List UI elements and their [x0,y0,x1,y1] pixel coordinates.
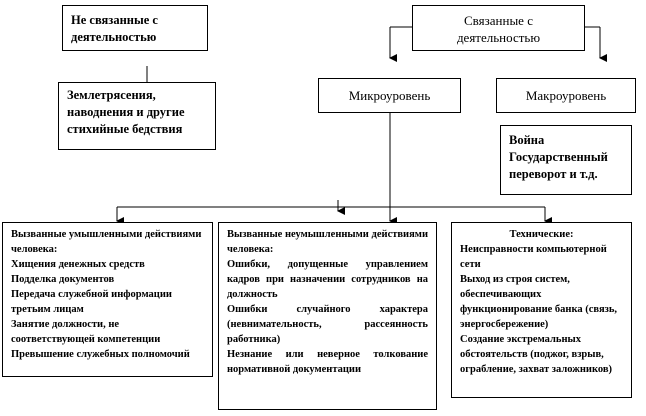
list-item: Передача служебной информации третьим ли… [11,289,172,315]
list-item: Ошибки случайного характера (невниматель… [227,304,428,345]
box-title: Не связанные с деятельностью [71,13,158,44]
box-title: Микроуровень [348,88,431,103]
list-item: Превышение служебных полномочий [11,349,190,360]
intentional-actions-box: Вызванные умышленными действиями человек… [2,222,213,377]
related-activity-box: Связанные с деятельностью [412,5,585,51]
box-heading: Вызванные неумышленными действиями челов… [227,229,428,255]
box-title: Макроуровень [525,88,607,103]
technical-box: Технические: Неисправности компьютерной … [451,222,632,398]
natural-disasters-box: Землетрясения, наводнения и другие стихи… [58,82,216,150]
list-item: Незнание или неверное толкование нормати… [227,349,428,375]
box-heading: Вызванные умышленными действиями человек… [11,229,202,255]
list-item: Создание экстремальных обстоятельств (по… [460,334,613,375]
list-item: Неисправности компьютерной сети [460,244,607,270]
list-item: Ошибки, допущенные управлением кадров пр… [227,259,428,300]
box-heading: Технические: [509,229,574,240]
box-text: Война Государственный переворот и т.д. [509,133,608,181]
box-text: Землетрясения, наводнения и другие стихи… [67,88,185,136]
list-item: Хищения денежных средств [11,259,145,270]
box-title: Связанные с деятельностью [456,13,541,45]
micro-level-box: Микроуровень [318,78,461,113]
unrelated-activity-box: Не связанные с деятельностью [62,5,208,51]
macro-detail-box: Война Государственный переворот и т.д. [500,125,632,195]
unintentional-actions-box: Вызванные неумышленными действиями челов… [218,222,437,410]
macro-level-box: Макроуровень [496,78,636,113]
list-item: Занятие должности, не соответствующей ко… [11,319,161,345]
list-item: Подделка документов [11,274,115,285]
list-item: Выход из строя систем, обеспечивающих фу… [460,274,618,330]
